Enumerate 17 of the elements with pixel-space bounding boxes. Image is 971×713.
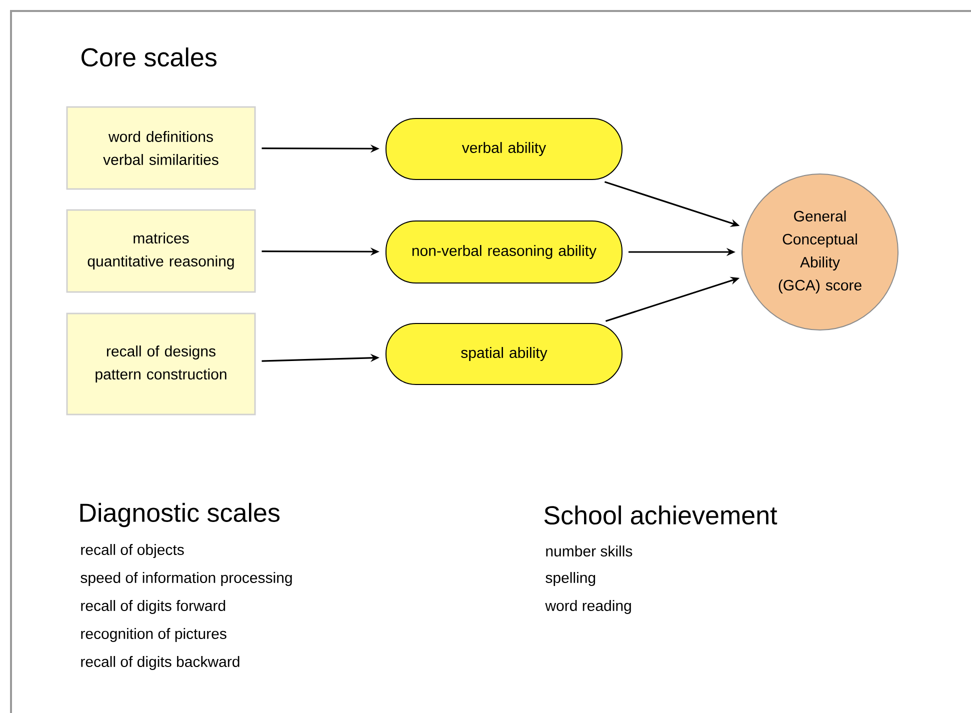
list-item: word reading [545, 600, 631, 614]
heading: Core scales [82, 47, 216, 67]
list-item: speed of information processing [80, 572, 292, 586]
list-item: spelling [546, 572, 596, 586]
ability-pill: spatial ability [386, 323, 622, 385]
heading: Diagnostic scales [80, 502, 280, 528]
test-box: word definitions verbal similarities [66, 106, 256, 190]
list-item: recall of objects [81, 544, 184, 558]
list-item: recall of digits backward [81, 656, 240, 670]
test-box: recall of designs pattern construction [66, 312, 256, 416]
heading: School achievement [544, 505, 778, 525]
test-box: matrices quantitative reasoning [66, 209, 256, 293]
list-item: recall of digits forward [81, 600, 226, 614]
list-item: number skills [546, 546, 632, 556]
list-item: recognition of pictures [81, 628, 226, 642]
ability-pill: verbal ability [386, 118, 622, 180]
ability-pill: non-verbal reasoning ability [386, 220, 622, 284]
